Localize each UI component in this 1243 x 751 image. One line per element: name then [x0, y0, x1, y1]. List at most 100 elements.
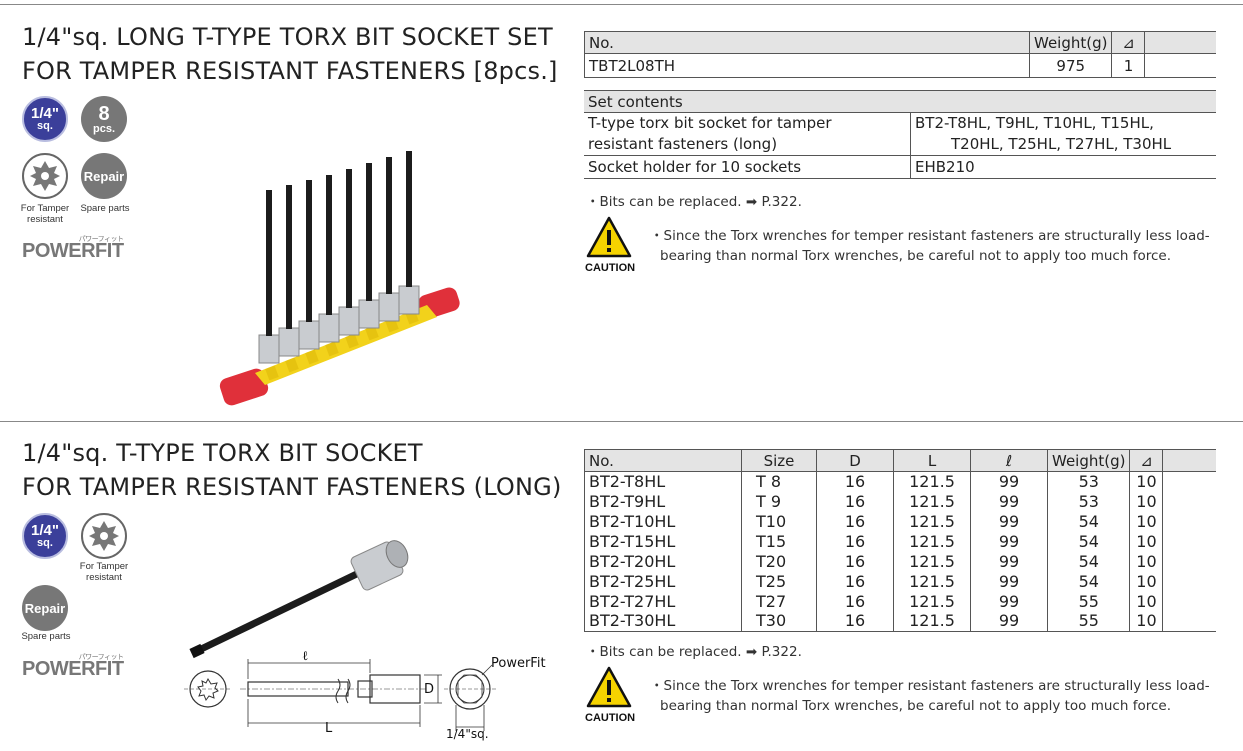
row-spacer: [1162, 531, 1216, 552]
table-cell: 121.5: [893, 571, 971, 592]
repair-caption: Spare parts: [80, 203, 130, 214]
table-cell: T20: [741, 551, 817, 572]
table-cell: 54: [1046, 511, 1131, 532]
table-cell: T10: [741, 511, 817, 532]
dim-label-sq: 1/4"sq.: [446, 727, 489, 741]
set-number: TBT2L08TH: [584, 53, 1030, 78]
section2-caution-line1: ・Since the Torx wrenches for temper resi…: [650, 678, 1210, 694]
table-cell: T30: [741, 611, 817, 632]
row-spacer: [1162, 491, 1216, 512]
tamper-caption-line1: For Tamper: [20, 203, 70, 214]
table-cell: 99: [970, 511, 1048, 532]
square-drive-size-2: 1/4": [31, 522, 59, 539]
set-contents-header: Set contents: [584, 90, 1216, 113]
table-cell: 121.5: [893, 611, 971, 632]
col-qty: ⊿: [1129, 449, 1164, 472]
repair-caption-2: Spare parts: [21, 631, 71, 642]
tamper-caption-2-line1: For Tamper: [79, 561, 129, 572]
powerfit-logo-jp: パワーフィット: [78, 236, 124, 243]
tamper-torx-icon: [22, 153, 68, 199]
table-cell: T15: [741, 531, 817, 552]
content-row-1-parts-line2: T20HL, T25HL, T27HL, T30HL: [951, 135, 1172, 153]
table-cell: 16: [816, 571, 894, 592]
table-cell: 53: [1046, 471, 1131, 492]
caution-label: CAUTION: [585, 262, 636, 274]
section1-caution-line1: ・Since the Torx wrenches for temper resi…: [650, 228, 1210, 244]
content-row-1-parts: BT2-T8HL, T9HL, T10HL, T15HL, T20HL, T25…: [910, 112, 1216, 156]
square-drive-badge-2: 1/4" sq.: [22, 513, 68, 559]
table-cell: 10: [1129, 471, 1164, 492]
row-spacer: [1162, 571, 1216, 592]
table-cell: 54: [1046, 531, 1131, 552]
row-spacer: [1162, 611, 1216, 632]
section2-title-line1: 1/4"sq. T-TYPE TORX BIT SOCKET: [22, 439, 423, 467]
row-spacer: [1162, 551, 1216, 572]
tamper-caption-line2: resistant: [27, 214, 63, 225]
set-contents-table: Set contents T-type torx bit socket for …: [584, 90, 1216, 179]
table-cell: 121.5: [893, 551, 971, 572]
table-cell: 121.5: [893, 471, 971, 492]
powerfit-logo-2-text: POWERFIT: [22, 658, 124, 680]
col-no: No.: [584, 449, 742, 472]
section2-note: ・Bits can be replaced. ➡ P.322.: [586, 644, 802, 660]
bit-socket-image: [185, 540, 425, 665]
table-cell: BT2-T27HL: [584, 591, 742, 612]
table-cell: 99: [970, 491, 1048, 512]
table-cell: 99: [970, 571, 1048, 592]
top-rule: [0, 4, 1243, 5]
section2-title: 1/4"sq. T-TYPE TORX BIT SOCKET FOR TAMPE…: [22, 436, 562, 504]
dim-label-D: D: [424, 682, 435, 697]
row-spacer: [1162, 471, 1216, 492]
table-cell: 99: [970, 591, 1048, 612]
piece-count-label: pcs.: [92, 122, 115, 135]
table-cell: 16: [816, 611, 894, 632]
powerfit-logo-2: POWERFIT パワーフィット: [22, 654, 124, 681]
content-row-2-desc: Socket holder for 10 sockets: [584, 155, 911, 179]
table-cell: 16: [816, 471, 894, 492]
table-cell: 53: [1046, 491, 1131, 512]
content-row-1-desc-line2: resistant fasteners (long): [588, 135, 778, 153]
table-cell: BT2-T20HL: [584, 551, 742, 572]
powerfit-logo-text: POWERFIT: [22, 240, 124, 262]
table-cell: 16: [816, 491, 894, 512]
content-row-1-desc-line1: T-type torx bit socket for tamper: [588, 114, 832, 132]
set-weight: 975: [1028, 53, 1113, 78]
square-drive-unit: sq.: [37, 120, 53, 132]
table-cell: 16: [816, 511, 894, 532]
header-spacer: [1144, 31, 1216, 54]
table-cell: BT2-T15HL: [584, 531, 742, 552]
table-cell: BT2-T10HL: [584, 511, 742, 532]
square-drive-size: 1/4": [31, 105, 59, 122]
col-size: Size: [741, 449, 817, 472]
table-cell: 55: [1046, 591, 1131, 612]
dim-label-powerfit: PowerFit: [491, 656, 546, 671]
repair-label: Repair: [83, 168, 125, 184]
section2-title-line2: FOR TAMPER RESISTANT FASTENERS (LONG): [22, 473, 562, 501]
caution-icon: [586, 216, 632, 258]
table-cell: 10: [1129, 511, 1164, 532]
section1-title-line2: FOR TAMPER RESISTANT FASTENERS [8pcs.]: [22, 57, 558, 85]
col-l: L: [893, 449, 971, 472]
col-l-small: ℓ: [970, 449, 1048, 472]
table-cell: 10: [1129, 531, 1164, 552]
section1-title-line1: 1/4"sq. LONG T-TYPE TORX BIT SOCKET SET: [22, 23, 553, 51]
repair-badge: Repair: [81, 153, 127, 199]
table-cell: 10: [1129, 491, 1164, 512]
table-cell: 16: [816, 551, 894, 572]
table-cell: T27: [741, 591, 817, 612]
tamper-caption-2-line2: resistant: [86, 572, 122, 583]
table-cell: 55: [1046, 611, 1131, 632]
table-cell: 99: [970, 611, 1048, 632]
table-cell: BT2-T8HL: [584, 471, 742, 492]
section1-title: 1/4"sq. LONG T-TYPE TORX BIT SOCKET SET …: [22, 20, 558, 88]
table-cell: 54: [1046, 571, 1131, 592]
piece-count-badge: 8 pcs.: [81, 96, 127, 142]
table-cell: 10: [1129, 551, 1164, 572]
powerfit-logo: POWERFIT パワーフィット: [22, 236, 124, 263]
dim-label-l-small: ℓ: [302, 649, 309, 664]
table-cell: 10: [1129, 611, 1164, 632]
